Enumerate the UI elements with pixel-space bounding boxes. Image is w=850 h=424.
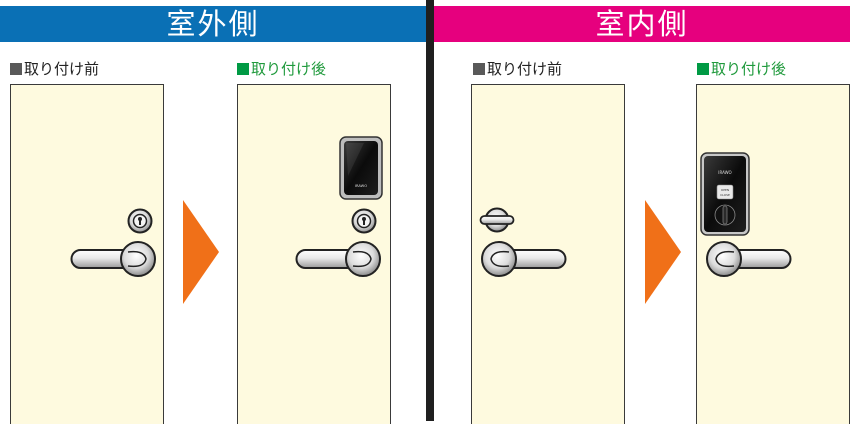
outside-header: 室外側 [0, 6, 426, 42]
lever-handle-icon [479, 240, 567, 278]
inside-header-title: 室内側 [595, 7, 689, 41]
inside-after-label: 取り付け後 [697, 59, 786, 79]
device-close-label: CLOSE [720, 193, 730, 197]
square-icon [237, 63, 249, 75]
thumbturn-icon [479, 207, 515, 233]
arrow-right-icon [645, 200, 681, 304]
inside-before-label-text: 取り付け前 [487, 60, 563, 78]
device-open-label: OPEN [721, 188, 729, 192]
keyhole-icon [127, 208, 153, 234]
arrow-right-icon [183, 200, 219, 304]
outside-header-title: 室外側 [166, 7, 260, 41]
device-brand: IRAWO [355, 184, 367, 188]
device-brand: IRAWO [718, 170, 731, 175]
lever-handle-icon [704, 240, 792, 278]
square-icon [10, 63, 22, 75]
smart-lock-icon: IRAWO OPEN CLOSE [700, 152, 750, 236]
lever-handle-icon [70, 240, 158, 278]
inside-after-label-text: 取り付け後 [711, 60, 787, 78]
square-icon [473, 63, 485, 75]
outside-before-label-text: 取り付け前 [24, 60, 100, 78]
outside-after-label-text: 取り付け後 [251, 60, 327, 78]
keyhole-icon [351, 208, 377, 234]
inside-header: 室内側 [434, 6, 850, 42]
inside-before-label: 取り付け前 [473, 59, 562, 79]
outside-before-label: 取り付け前 [10, 59, 99, 79]
square-icon [697, 63, 709, 75]
card-reader-icon: IRAWO [339, 136, 383, 200]
outside-after-label: 取り付け後 [237, 59, 326, 79]
section-divider [426, 0, 434, 421]
lever-handle-icon [295, 240, 383, 278]
